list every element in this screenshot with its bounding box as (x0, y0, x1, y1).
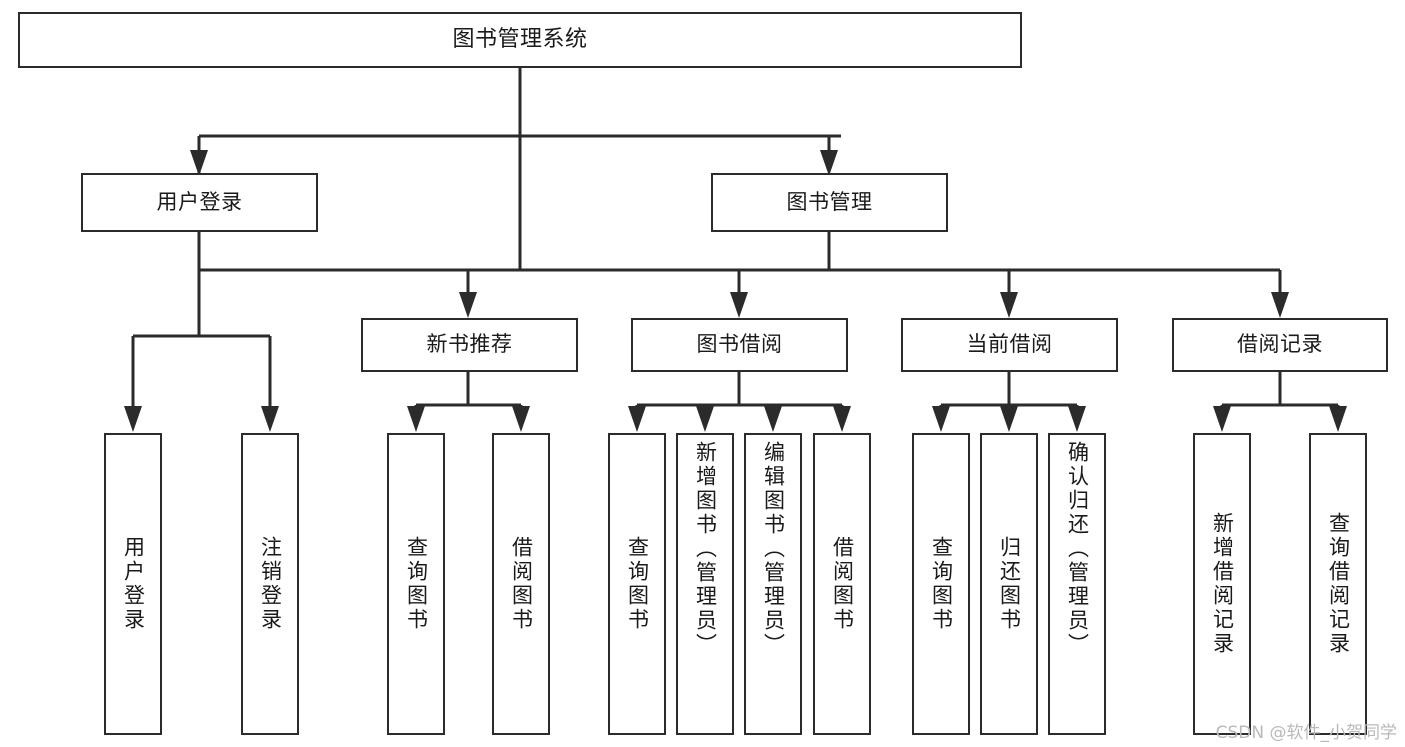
leaf-borrow-record-query[interactable]: 查询借阅记录 (1309, 433, 1367, 735)
leaf-current-borrow-confirm-label: 确认归还（管理员） (1065, 441, 1090, 657)
leaf-borrow-record-add[interactable]: 新增借阅记录 (1193, 433, 1251, 735)
leaf-current-borrow-return[interactable]: 归还图书 (980, 433, 1038, 735)
node-user-login[interactable]: 用户登录 (81, 173, 318, 232)
leaf-current-borrow-query[interactable]: 查询图书 (912, 433, 970, 735)
leaf-current-borrow-query-label: 查询图书 (929, 536, 954, 632)
node-borrow-record-label: 借阅记录 (1237, 332, 1323, 357)
leaf-current-borrow-return-label: 归还图书 (997, 536, 1022, 632)
node-book-borrow[interactable]: 图书借阅 (631, 318, 848, 372)
node-new-book-recommend[interactable]: 新书推荐 (361, 318, 578, 372)
leaf-book-borrow-edit-label: 编辑图书（管理员） (761, 441, 786, 657)
node-new-book-recommend-label: 新书推荐 (426, 332, 513, 357)
leaf-book-borrow-query[interactable]: 查询图书 (608, 433, 666, 735)
node-borrow-record[interactable]: 借阅记录 (1172, 318, 1388, 372)
leaf-new-book-query-label: 查询图书 (404, 536, 429, 632)
leaf-user-login-logout[interactable]: 注销登录 (241, 433, 299, 735)
node-book-management[interactable]: 图书管理 (711, 173, 948, 232)
leaf-new-book-borrow[interactable]: 借阅图书 (492, 433, 550, 735)
leaf-book-borrow-edit[interactable]: 编辑图书（管理员） (744, 433, 802, 735)
leaf-borrow-record-query-label: 查询借阅记录 (1326, 512, 1351, 656)
leaf-book-borrow-query-label: 查询图书 (625, 536, 650, 632)
leaf-user-login-login-label: 用户登录 (121, 536, 146, 632)
csdn-watermark: CSDN @软件_小贺同学 (1215, 723, 1397, 743)
leaf-current-borrow-confirm[interactable]: 确认归还（管理员） (1048, 433, 1106, 735)
leaf-borrow-record-add-label: 新增借阅记录 (1210, 512, 1235, 656)
node-book-borrow-label: 图书借阅 (696, 332, 783, 357)
node-root-label: 图书管理系统 (452, 26, 588, 52)
arrowheads (124, 150, 1347, 432)
node-book-management-label: 图书管理 (786, 189, 873, 214)
node-current-borrow[interactable]: 当前借阅 (901, 318, 1118, 372)
leaf-user-login-login[interactable]: 用户登录 (104, 433, 162, 735)
leaf-new-book-borrow-label: 借阅图书 (509, 536, 534, 632)
leaf-book-borrow-borrow-label: 借阅图书 (830, 536, 855, 632)
leaf-new-book-query[interactable]: 查询图书 (387, 433, 445, 735)
node-user-login-label: 用户登录 (156, 189, 243, 214)
leaf-book-borrow-add-label: 新增图书（管理员） (693, 441, 718, 657)
leaf-book-borrow-add[interactable]: 新增图书（管理员） (676, 433, 734, 735)
node-current-borrow-label: 当前借阅 (966, 332, 1053, 357)
node-root[interactable]: 图书管理系统 (18, 12, 1022, 68)
leaf-user-login-logout-label: 注销登录 (258, 536, 283, 632)
leaf-book-borrow-borrow[interactable]: 借阅图书 (813, 433, 871, 735)
